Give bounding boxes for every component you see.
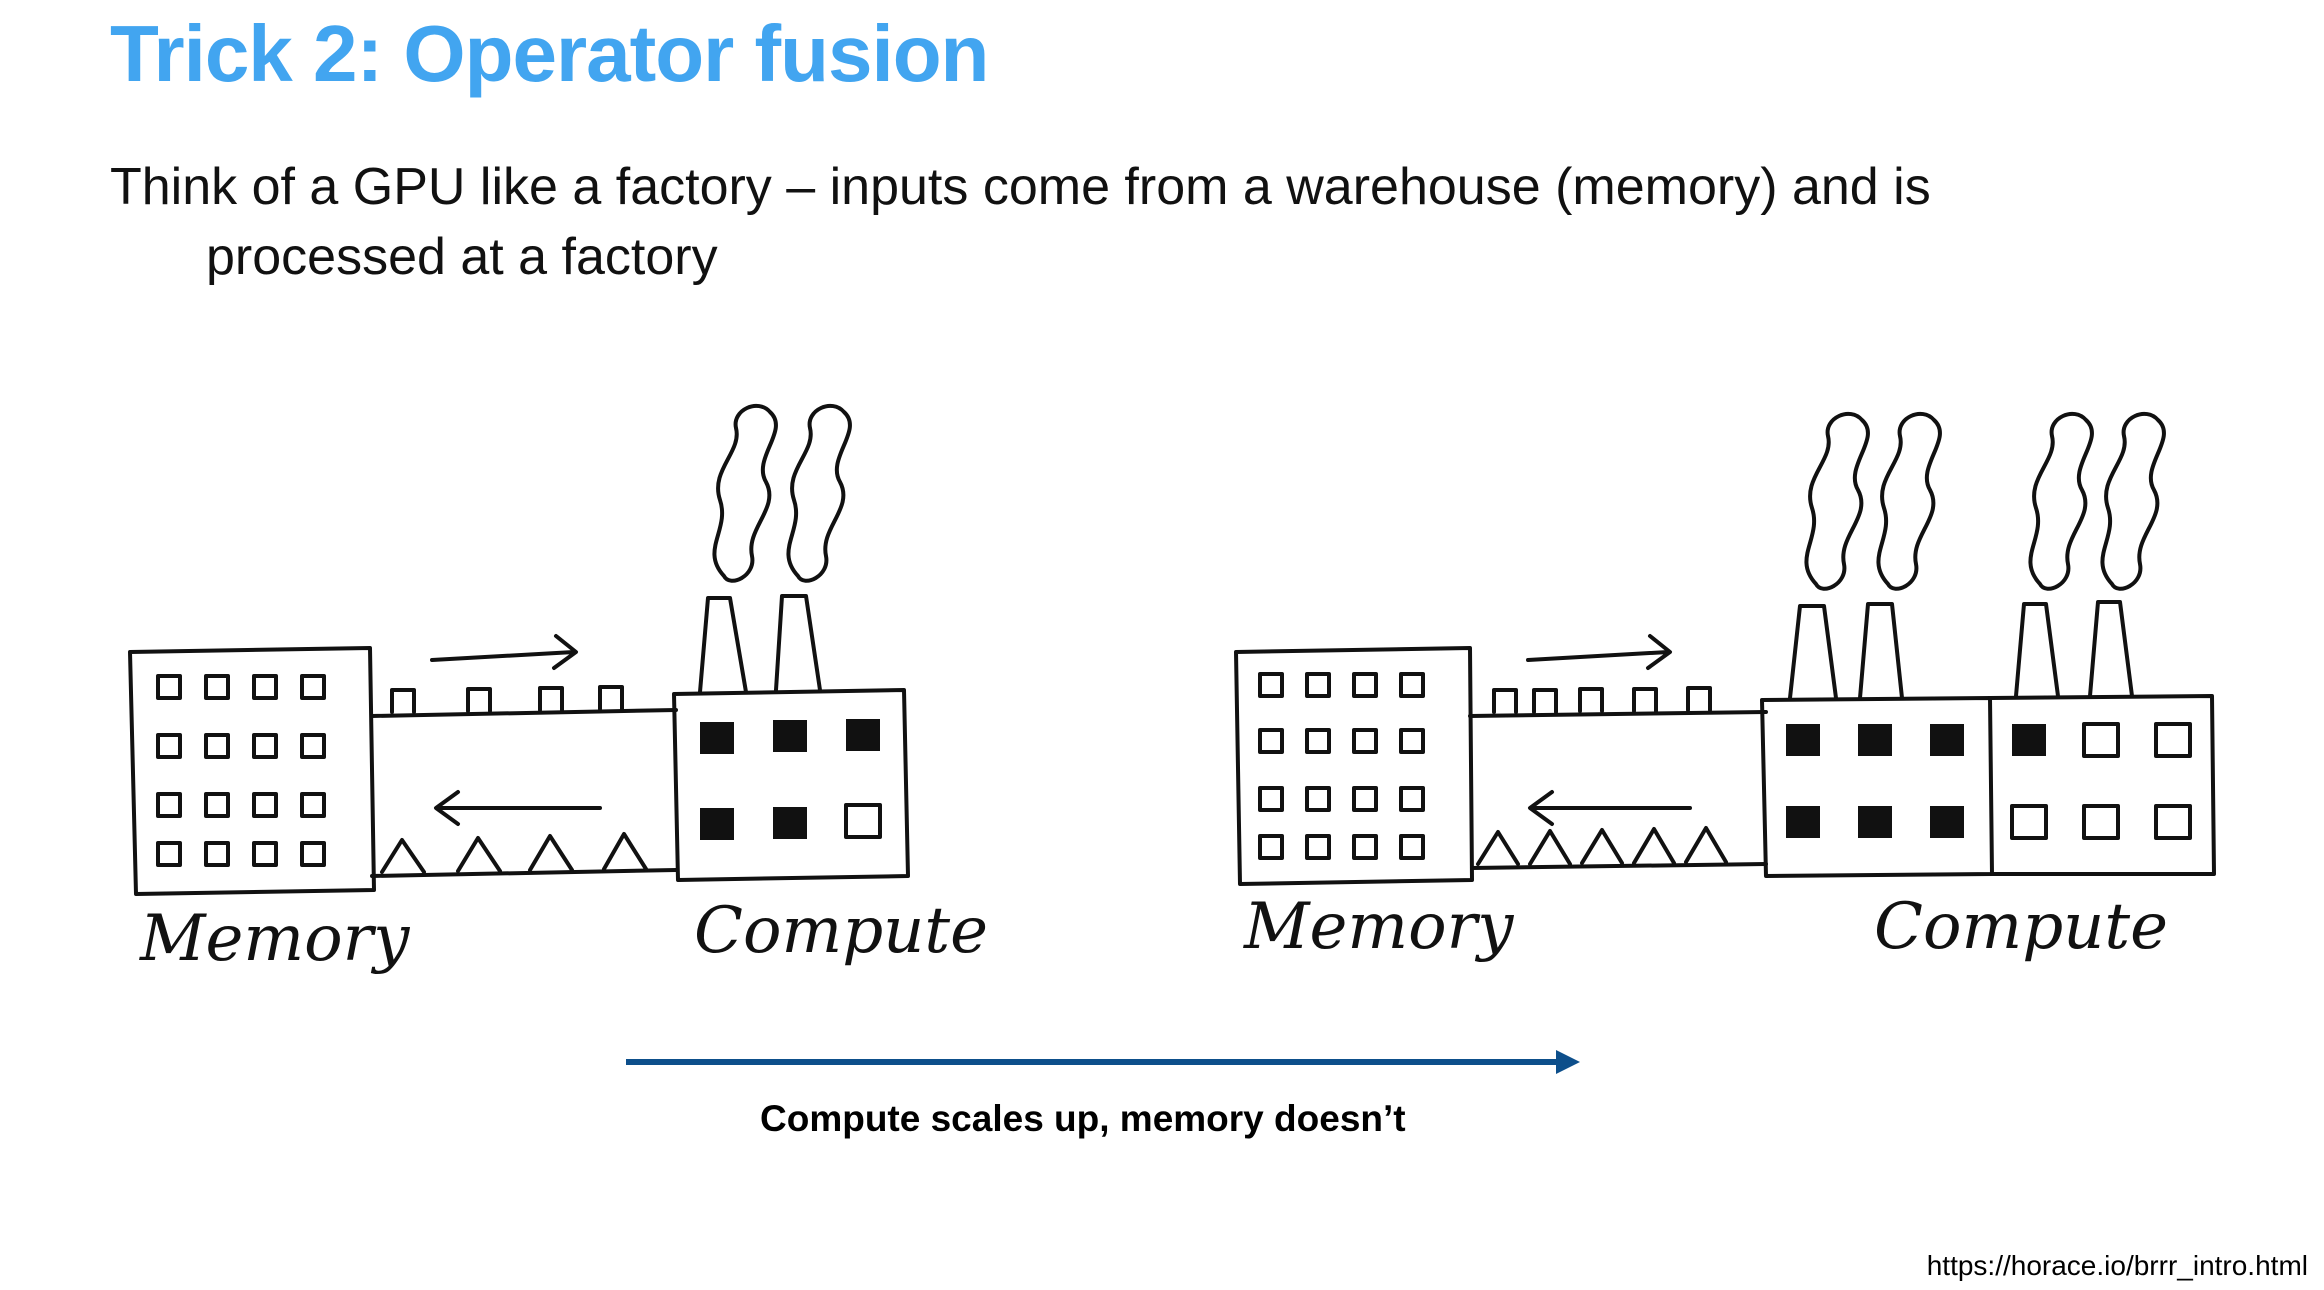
left-conveyor <box>370 685 678 878</box>
scale-arrow <box>626 1050 1580 1074</box>
subtitle-line-1: Think of a GPU like a factory – inputs c… <box>110 158 1931 216</box>
slide-title: Trick 2: Operator fusion <box>110 9 989 98</box>
source-url[interactable]: https://horace.io/brrr_intro.html <box>1926 1250 2308 1281</box>
subtitle-line-2: processed at a factory <box>206 228 718 286</box>
right-input-arrow <box>1526 634 1672 670</box>
left-compute-label: Compute <box>694 894 988 968</box>
left-scene: Memory <box>128 403 988 976</box>
slide-subtitle: Think of a GPU like a factory – inputs c… <box>110 152 2110 292</box>
right-conveyor <box>1468 686 1768 870</box>
right-output-arrow <box>1528 790 1692 826</box>
right-compute-factory-2 <box>1988 411 2216 876</box>
left-memory-label: Memory <box>139 902 410 976</box>
left-output-arrow <box>434 790 602 826</box>
right-memory-label: Memory <box>1243 890 1514 964</box>
left-input-arrow <box>430 634 578 670</box>
scale-caption: Compute scales up, memory doesn’t <box>760 1098 1406 1139</box>
left-compute-factory <box>672 403 910 882</box>
right-compute-label: Compute <box>1874 890 2168 964</box>
right-memory-building <box>1234 646 1474 886</box>
left-memory-building <box>128 646 376 896</box>
right-compute-factory-1 <box>1760 411 1994 878</box>
right-scene: Memory <box>1234 411 2216 964</box>
